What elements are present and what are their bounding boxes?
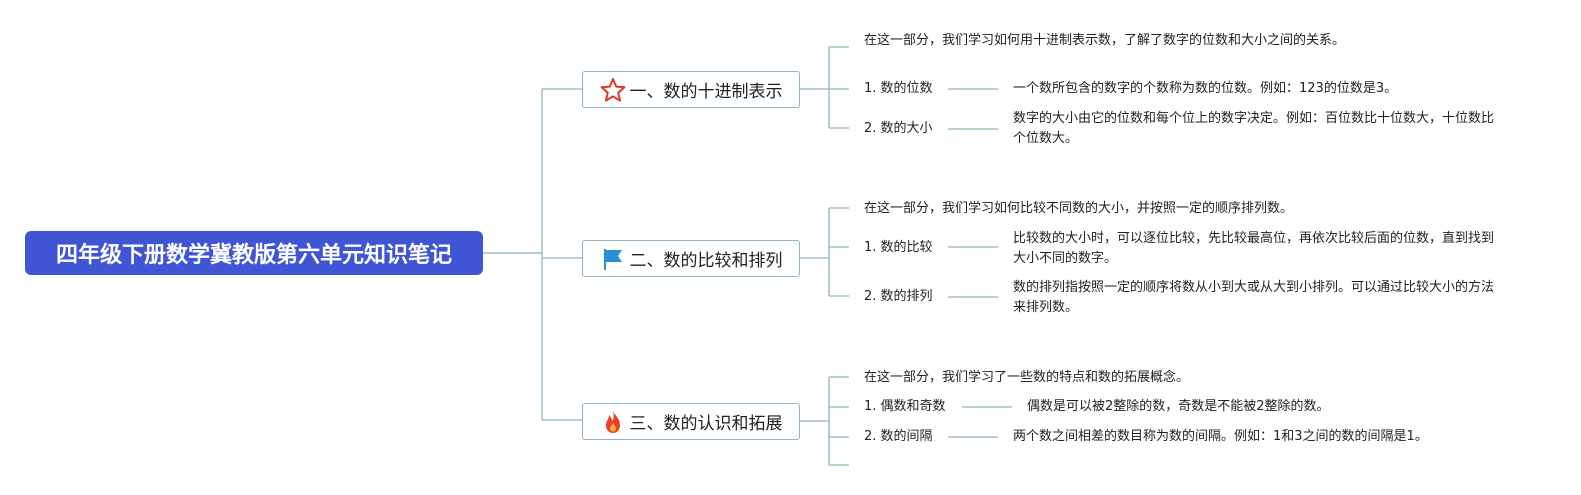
item-detail-2-2: 数的排列指按照一定的顺序将数从小到大或从大到小排列。可以通过比较大小的方法来排列… [1013,280,1495,315]
section-intro-1: 在这一部分，我们学习如何用十进制表示数，了解了数字的位数和大小之间的关系。 [864,33,1346,48]
section-topic-1[interactable]: 一、数的十进制表示 [582,71,800,108]
item-label-2-1[interactable]: 1. 数的比较 [864,240,933,255]
section-topic-3[interactable]: 三、数的认识和拓展 [582,403,800,440]
item-label-2-2[interactable]: 2. 数的排列 [864,289,933,304]
section-title-3: 三、数的认识和拓展 [629,414,783,434]
star-icon [600,77,626,103]
root-title: 四年级下册数学冀教版第六单元知识笔记 [55,243,452,268]
item-label-3-1[interactable]: 1. 偶数和奇数 [864,399,946,414]
item-label-1-2[interactable]: 2. 数的大小 [864,121,933,136]
item-detail-1-1: 一个数所包含的数字的个数称为数的位数。例如：123的位数是3。 [1013,81,1398,96]
section-title-2: 二、数的比较和排列 [629,251,783,271]
item-detail-1-2: 数字的大小由它的位数和每个位上的数字决定。例如：百位数比十位数大，十位数比个位数… [1013,111,1495,146]
fire-icon [600,409,626,435]
item-label-1-1[interactable]: 1. 数的位数 [864,81,933,96]
item-detail-3-1: 偶数是可以被2整除的数，奇数是不能被2整除的数。 [1027,399,1330,414]
root-topic[interactable]: 四年级下册数学冀教版第六单元知识笔记 [25,231,483,275]
section-intro-2: 在这一部分，我们学习如何比较不同数的大小，并按照一定的顺序排列数。 [864,201,1294,216]
section-intro-3: 在这一部分，我们学习了一些数的特点和数的拓展概念。 [864,370,1190,385]
section-title-1: 一、数的十进制表示 [629,82,783,102]
item-label-3-2[interactable]: 2. 数的间隔 [864,429,933,444]
section-topic-2[interactable]: 二、数的比较和排列 [582,240,800,277]
flag-icon [600,246,626,272]
item-detail-2-1: 比较数的大小时，可以逐位比较，先比较最高位，再依次比较后面的位数，直到找到大小不… [1013,231,1495,266]
item-detail-3-2: 两个数之间相差的数目称为数的间隔。例如：1和3之间的数的间隔是1。 [1013,429,1428,444]
